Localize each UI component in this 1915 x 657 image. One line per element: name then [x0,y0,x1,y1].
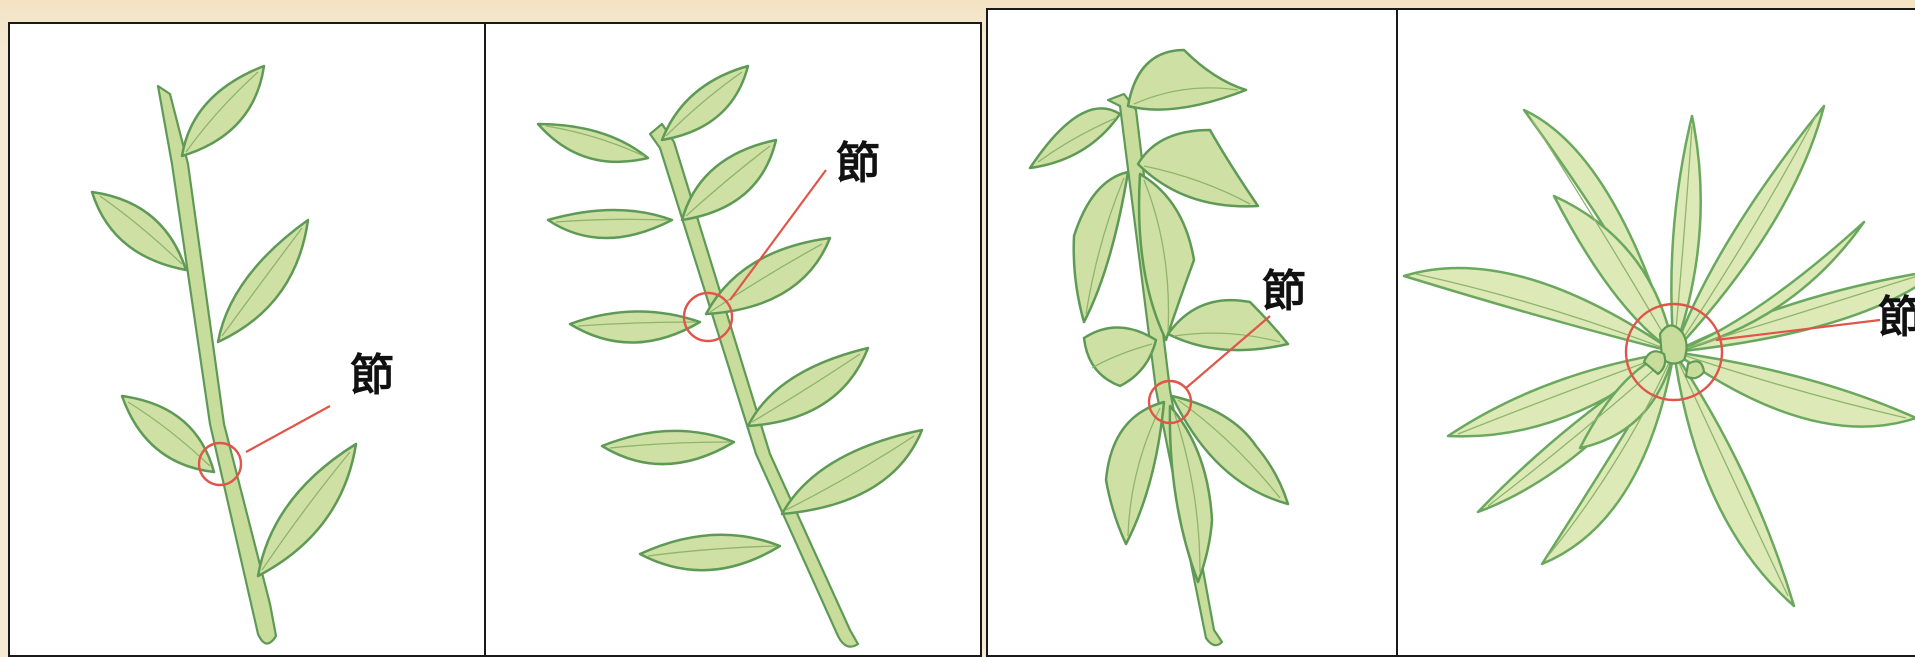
rosette-leaves-illustration [1398,10,1915,657]
panel-opposite-leaves: 節 [484,22,982,657]
panel-rosette-leaves: 節 [1396,8,1915,657]
node-label: 節 [836,142,880,186]
node-label: 節 [1262,270,1306,314]
panel-alternate-leaves: 節 [8,22,486,657]
opposite-leaves-illustration [486,24,982,657]
node-label: 節 [350,354,394,398]
panel-whorled-leaves: 節 [986,8,1398,657]
alternate-leaves-illustration [10,24,486,657]
node-label: 節 [1878,296,1915,340]
whorled-leaves-illustration [988,10,1398,657]
